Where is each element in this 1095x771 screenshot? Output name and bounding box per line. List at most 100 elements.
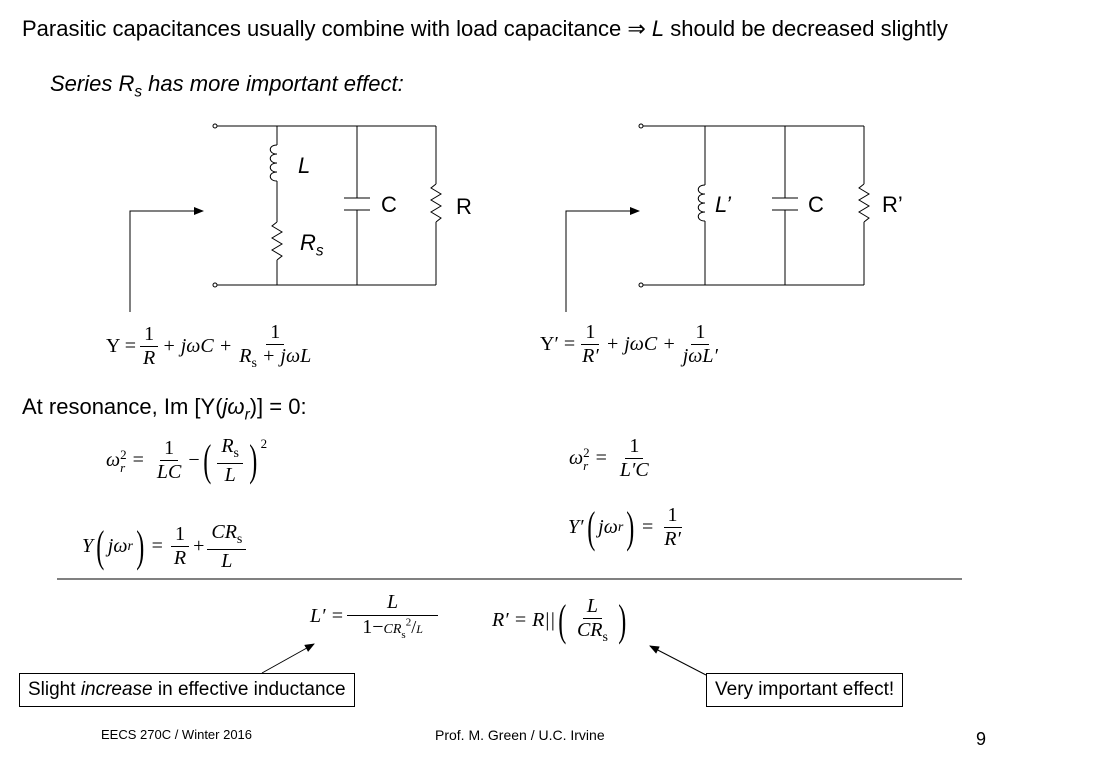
label-Rp: R’ xyxy=(882,192,903,217)
eq-num: CRs xyxy=(207,521,247,550)
label-Rs-main: R xyxy=(300,230,316,255)
eq-Lp-lhs: L′ = xyxy=(310,605,344,628)
eq-paren-close: ) xyxy=(626,502,635,552)
eq-Y: Y xyxy=(82,535,94,558)
eq-sub: s xyxy=(401,629,406,641)
callout-left: Slight increase in effective inductance xyxy=(19,673,355,707)
footer-author: Prof. M. Green / U.C. Irvine xyxy=(435,727,605,743)
eq-paren-close: ) xyxy=(249,435,258,485)
eq-paren-open: ( xyxy=(586,502,595,552)
inductor-L-icon xyxy=(269,144,278,182)
label-C2: C xyxy=(808,192,824,217)
eq-num: Rs xyxy=(217,436,243,464)
label-Rs: Rs xyxy=(300,230,324,260)
eq-Yp-lhs: Y′ = xyxy=(540,333,576,355)
eq-plus: + xyxy=(193,535,205,558)
slide-title: Parasitic capacitances usually combine w… xyxy=(22,16,948,42)
resonance-sub: r xyxy=(244,406,250,424)
eq-equals: = xyxy=(132,449,144,472)
callout-left-emph: increase xyxy=(80,679,153,700)
eq-equals: = xyxy=(595,447,607,469)
eq-sub: r xyxy=(120,459,126,475)
eq-num: 1 xyxy=(266,322,285,345)
eq-den: 1−CRs2/L xyxy=(362,616,423,641)
eq-num: 1 xyxy=(625,436,644,459)
eq-paren-open: ( xyxy=(202,435,212,485)
eq-Y-mid: + jωC + xyxy=(162,335,233,358)
callout-arrow-left xyxy=(261,643,315,674)
eq-omega: ω xyxy=(106,449,121,472)
eq-paren-close: ) xyxy=(136,521,145,571)
resonance-var: jω xyxy=(222,394,245,419)
eq-arg: jω xyxy=(107,535,128,558)
eq-num: 1 xyxy=(581,322,600,345)
eq-minus: − xyxy=(188,449,200,472)
eq-den: Rs + jωL xyxy=(235,345,315,372)
eq-sub: s xyxy=(236,532,243,547)
eq-omega: ω xyxy=(569,447,584,469)
label-Rs-sub: s xyxy=(315,242,324,260)
eq-CR: CR xyxy=(211,521,237,543)
label-C: C xyxy=(381,192,397,217)
eq-num: 1 xyxy=(691,322,710,345)
eq-den: CRs xyxy=(573,619,612,646)
subtitle-text-end: has more important effect: xyxy=(142,71,404,96)
eq-Yp: Y′ xyxy=(568,516,584,538)
eq-Lp-frac: L 1−CRs2/L xyxy=(347,592,439,642)
eq-num: 1 xyxy=(170,524,189,548)
callout-arrow-right xyxy=(649,645,707,676)
eq-square: 2 xyxy=(260,436,268,451)
eq-equals: = xyxy=(641,516,654,538)
eq-paren-open: ( xyxy=(558,595,567,645)
eq-sub: r xyxy=(127,538,133,554)
eq-arg: jω xyxy=(598,516,618,538)
eq-den: R′ xyxy=(582,345,599,367)
eq-den: LC xyxy=(156,461,182,484)
label-L: L xyxy=(298,153,311,178)
eq-paren-open: ( xyxy=(96,521,105,571)
eq-den: R′ xyxy=(664,528,681,550)
eq-den: L′C xyxy=(619,459,649,481)
slide-subtitle: Series Rs has more important effect: xyxy=(50,71,404,101)
callout-left-text: Slight xyxy=(28,679,81,700)
eq-sup: 2 xyxy=(583,444,590,460)
eq-Yp-mid: + jωC + xyxy=(605,333,676,355)
inductor-Lp-icon xyxy=(697,184,706,222)
resistor-Rs-icon xyxy=(271,221,283,261)
equation-Lp: L′ = L 1−CRs2/L xyxy=(310,592,441,642)
eq-one-minus: 1− xyxy=(362,616,384,638)
eq-Rp-lhs: R′ = R|| xyxy=(492,609,556,632)
subtitle-subscript: s xyxy=(134,83,143,101)
implies-symbol: ⇒ xyxy=(627,16,646,41)
eq-den: L xyxy=(221,549,233,572)
resonance-heading: At resonance, Im [Y(jωr)] = 0: xyxy=(22,394,307,424)
eq-sub: s xyxy=(251,356,257,371)
eq-paren-close: ) xyxy=(618,595,627,645)
eq-CR: CR xyxy=(383,622,402,637)
eq-num: 1 xyxy=(140,324,159,348)
eq-den: R xyxy=(173,547,187,570)
eq-sup: 2 xyxy=(120,446,127,462)
eq-num: L xyxy=(347,592,439,616)
eq-num: L xyxy=(582,596,603,619)
eq-den: jωL′ xyxy=(682,345,718,367)
eq-sub: r xyxy=(617,519,624,535)
eq-CR: CR xyxy=(576,619,603,641)
footer-course: EECS 270C / Winter 2016 xyxy=(101,727,253,742)
resonance-text: At resonance, Im [Y( xyxy=(22,394,223,419)
